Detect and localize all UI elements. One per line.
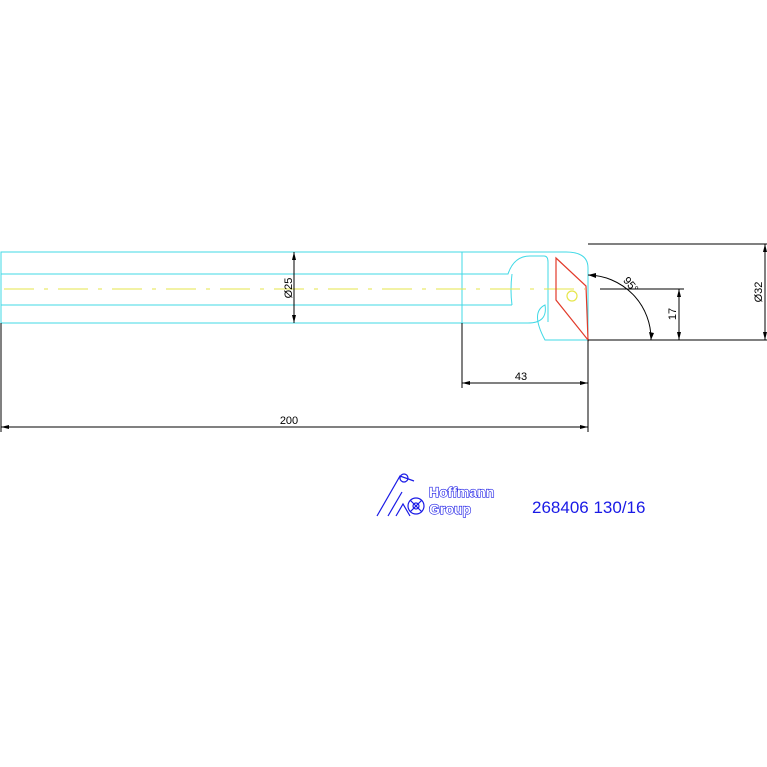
- logo-line-1: Hoffmann: [429, 484, 494, 500]
- insert-screw: [566, 290, 578, 302]
- hoffmann-group-logo-icon: [376, 473, 425, 517]
- dimension-angle: [587, 273, 654, 341]
- dimension-offset: [600, 288, 684, 340]
- shank-diameter-label: Ø25: [283, 278, 295, 299]
- tool-body: [0, 251, 589, 341]
- arrow-top-17: [677, 289, 681, 297]
- logo-line-2: Group: [429, 501, 471, 517]
- hoffmann-group-logo: Hoffmann Group: [376, 473, 495, 518]
- arrow-top-32: [763, 244, 767, 252]
- head-neck: [462, 255, 549, 322]
- dimension-head-diameter: [588, 243, 767, 341]
- angle-label: 95°: [620, 275, 640, 295]
- arrow-right: [580, 425, 588, 429]
- insert-outline: [555, 256, 589, 342]
- dimension-shank-diameter: [292, 252, 296, 323]
- arrow-top-25: [292, 252, 296, 260]
- cutting-insert: [555, 256, 589, 342]
- dimension-overall-length: [0, 323, 589, 432]
- angle-arc: [587, 274, 652, 341]
- reference-number: 268406 130/16: [532, 498, 645, 517]
- shank-outline: [0, 251, 463, 324]
- head-length-label: 43: [515, 371, 527, 383]
- arrow-right-43: [580, 381, 588, 385]
- head-diameter-label: Ø32: [753, 282, 765, 303]
- arrow-bottom-25: [292, 315, 296, 323]
- dimension-head-length: [461, 323, 588, 388]
- overall-length-label: 200: [280, 415, 298, 427]
- arrow-bottom-32: [763, 332, 767, 340]
- offset-label: 17: [667, 308, 679, 320]
- arrow-bottom-17: [677, 332, 681, 340]
- head-outline: [461, 251, 589, 341]
- arrow-angle-end: [649, 332, 654, 340]
- arrow-angle-start: [588, 273, 596, 278]
- arrow-left-43: [462, 381, 470, 385]
- arrow-left: [1, 425, 9, 429]
- head-chamfer: [510, 273, 513, 306]
